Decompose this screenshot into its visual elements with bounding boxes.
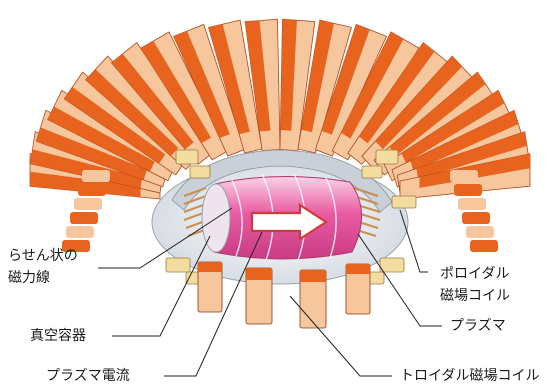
label-toroidal-coil: トロイダル磁場コイル: [400, 366, 539, 386]
toroidal-coil-side: [74, 198, 102, 210]
toroidal-coil-side: [70, 212, 98, 224]
label-vacuum-vessel: 真空容器: [30, 326, 86, 346]
toroidal-coil-side: [82, 170, 110, 182]
toroidal-coil-side: [466, 226, 494, 238]
label-poloidal-coil-line2: 磁場コイル: [440, 286, 510, 306]
toroidal-coil-side: [450, 170, 478, 182]
label-poloidal-coil-line1: ポロイダル: [440, 264, 509, 284]
label-spiral-field-line2: 磁力線: [8, 268, 50, 288]
label-spiral-field-line1: らせん状の: [8, 246, 78, 266]
toroidal-coil-side: [470, 240, 498, 252]
label-plasma-current: プラズマ電流: [46, 366, 130, 386]
toroidal-coil-side: [66, 226, 94, 238]
toroidal-coil-side: [458, 198, 486, 210]
toroidal-coil-side: [454, 184, 482, 196]
label-plasma: プラズマ: [450, 316, 506, 336]
toroidal-coil-side: [78, 184, 106, 196]
toroidal-coil-side: [462, 212, 490, 224]
